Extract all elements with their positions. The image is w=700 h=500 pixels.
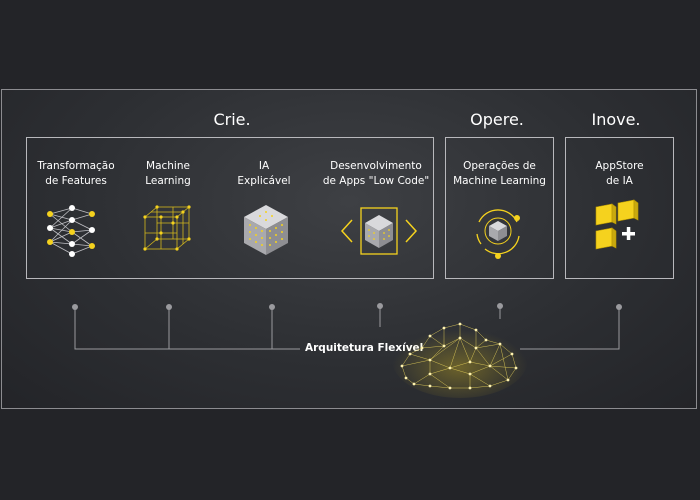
dotted-cube-icon (244, 205, 288, 255)
section-title-inove: Inove. (591, 110, 641, 129)
architecture-label: Arquitetura Flexível (305, 342, 424, 354)
crie-box (26, 137, 434, 279)
mesh-cloud-icon (392, 322, 528, 398)
section-title-opere: Opere. (470, 110, 524, 129)
connector-dot (616, 304, 622, 310)
app-blocks-plus-icon (595, 199, 639, 250)
diagram-panel (1, 89, 697, 409)
connector-dot (377, 303, 383, 309)
opere-box (445, 137, 554, 279)
cube-code-brackets-icon (340, 207, 418, 255)
connector-dot (269, 304, 275, 310)
cube-orbit-icon (476, 209, 520, 259)
inove-box (565, 137, 674, 279)
connector-dot (72, 304, 78, 310)
section-title-crie: Crie. (213, 110, 251, 129)
neural-network-icon (47, 205, 95, 257)
connector-dot (497, 303, 503, 309)
wireframe-cube-icon (143, 205, 191, 251)
connector-dot (166, 304, 172, 310)
